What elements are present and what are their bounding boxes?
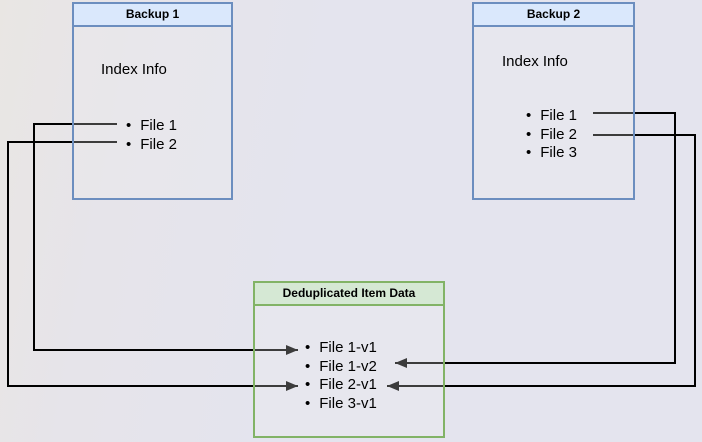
dedup-file-list: File 1-v1File 1-v2File 2-v1File 3-v1 bbox=[305, 339, 377, 413]
deduplicated-item-data-title: Deduplicated Item Data bbox=[255, 283, 443, 306]
backup2-title: Backup 2 bbox=[474, 4, 633, 27]
backup2-box: Backup 2 Index Info File 1File 2File 3 bbox=[472, 2, 635, 200]
backup1-file-list: File 1File 2 bbox=[126, 117, 177, 154]
backup1-index-info-label: Index Info bbox=[101, 61, 167, 78]
backup2-file-list: File 1File 2File 3 bbox=[526, 107, 577, 163]
deduplicated-item-data-box: Deduplicated Item Data File 1-v1File 1-v… bbox=[253, 281, 445, 438]
list-item: File 3-v1 bbox=[305, 395, 377, 414]
list-item: File 1-v1 bbox=[305, 339, 377, 358]
list-item: File 3 bbox=[526, 144, 577, 163]
backup1-box: Backup 1 Index Info File 1File 2 bbox=[72, 2, 233, 200]
list-item: File 2 bbox=[526, 126, 577, 145]
list-item: File 1-v2 bbox=[305, 358, 377, 377]
backup1-title: Backup 1 bbox=[74, 4, 231, 27]
list-item: File 1 bbox=[126, 117, 177, 136]
list-item: File 2 bbox=[126, 136, 177, 155]
backup2-index-info-label: Index Info bbox=[502, 53, 568, 70]
list-item: File 2-v1 bbox=[305, 376, 377, 395]
list-item: File 1 bbox=[526, 107, 577, 126]
